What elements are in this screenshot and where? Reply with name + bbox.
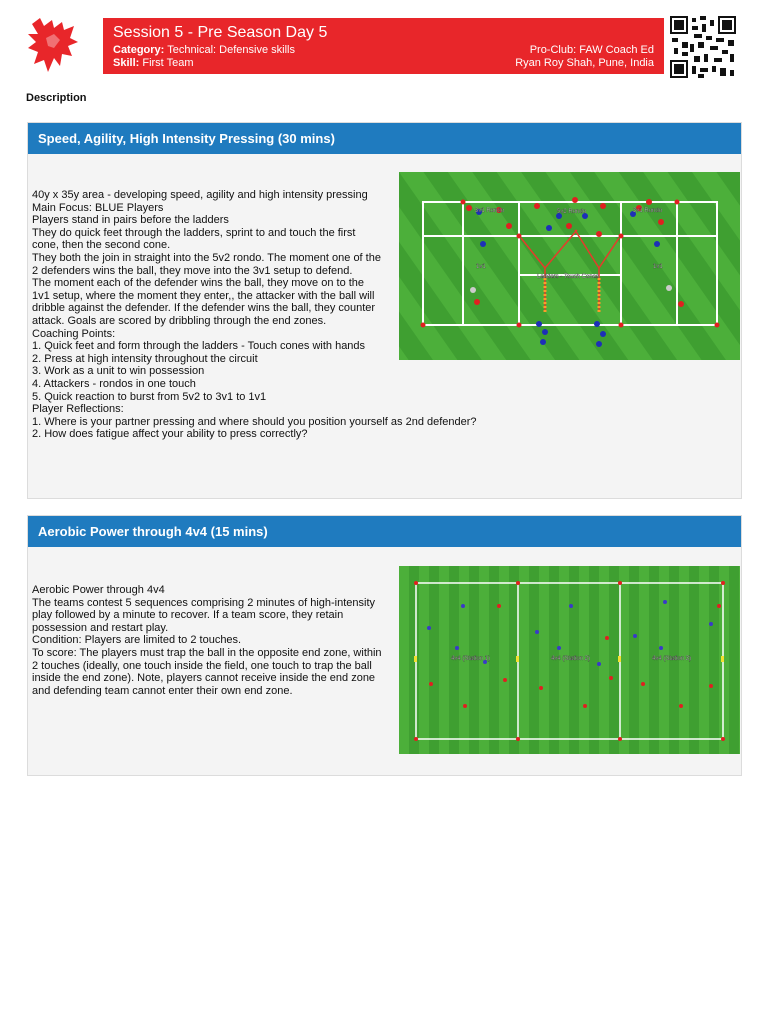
description-line: 3. Work as a unit to win possession bbox=[32, 365, 205, 378]
description-line: Player Reflections: bbox=[32, 403, 124, 416]
section-body: 40y x 35y area - developing speed, agili… bbox=[28, 154, 741, 498]
drill-description: Aerobic Power through 4v4 The teams cont… bbox=[32, 584, 382, 697]
category-value: Technical: Defensive skills bbox=[167, 44, 295, 56]
skill-value: First Team bbox=[142, 57, 194, 69]
pressing-drill-diagram: 3v1 Rondo 5v2 Rondo 3v1 Rondo 1v1 1v1 La… bbox=[399, 172, 740, 360]
description-line: Players stand in pairs before the ladder… bbox=[32, 214, 229, 227]
section-title: Aerobic Power through 4v4 (15 mins) bbox=[28, 516, 741, 547]
skill-label: Skill: bbox=[113, 57, 140, 69]
diagram-label: 5v2 Rondo bbox=[557, 209, 587, 215]
description-line: 1. Quick feet and form through the ladde… bbox=[32, 340, 366, 353]
description-line: 40y x 35y area - developing speed, agili… bbox=[32, 189, 368, 201]
session-banner: Session 5 - Pre Season Day 5 Category: T… bbox=[103, 18, 664, 74]
description-line: The moment each of the defender wins the… bbox=[32, 277, 376, 327]
section-title: Speed, Agility, High Intensity Pressing … bbox=[28, 123, 741, 154]
description-line: Coaching Points: bbox=[32, 327, 116, 340]
description-line: Condition: Players are limited to 2 touc… bbox=[32, 634, 242, 647]
session-title: Session 5 - Pre Season Day 5 bbox=[113, 24, 328, 41]
diagram-label: 3v1 Rondo bbox=[633, 208, 663, 214]
description-line: Aerobic Power through 4v4 bbox=[32, 584, 165, 596]
description-line: 4. Attackers - rondos in one touch bbox=[32, 377, 196, 390]
category-line: Category: Technical: Defensive skills bbox=[113, 44, 295, 56]
diagram-label: 3v1 Rondo bbox=[475, 208, 505, 214]
drill-description: 40y x 35y area - developing speed, agili… bbox=[32, 189, 477, 441]
skill-line: Skill: First Team bbox=[113, 57, 194, 69]
aerobic-drill-diagram: 4v4 (Station 1) 4v4 (Station 2) 4v4 (Sta… bbox=[399, 566, 740, 754]
category-label: Category: bbox=[113, 44, 165, 56]
description-line: They do quick feet through the ladders, … bbox=[32, 226, 356, 252]
diagram-label: 4v4 (Station 1) bbox=[451, 656, 490, 662]
description-line: 1. Where is your partner pressing and wh… bbox=[32, 415, 477, 428]
club-name: Pro-Club: FAW Coach Ed bbox=[529, 44, 654, 56]
description-line: The teams contest 5 sequences comprising… bbox=[32, 596, 376, 634]
description-line: Main Focus: BLUE Players bbox=[32, 201, 164, 214]
drill-section-aerobic: Aerobic Power through 4v4 (15 mins) Aero… bbox=[27, 515, 742, 776]
diagram-label: 4v4 (Station 2) bbox=[551, 656, 590, 662]
diagram-label: 4v4 (Station 3) bbox=[652, 656, 691, 662]
description-line: To score: The players must trap the ball… bbox=[32, 646, 382, 697]
description-line: 5. Quick reaction to burst from 5v2 to 3… bbox=[32, 390, 267, 403]
diagram-label: 1v1 bbox=[653, 264, 663, 270]
description-label: Description bbox=[26, 92, 87, 104]
drill-section-pressing: Speed, Agility, High Intensity Pressing … bbox=[27, 122, 742, 499]
section-body: Aerobic Power through 4v4 The teams cont… bbox=[28, 547, 741, 775]
diagram-label: Ladders - Touch Cones bbox=[537, 274, 599, 280]
description-line: 2. Press at high intensity throughout th… bbox=[32, 352, 258, 365]
description-line: 2. How does fatigue affect your ability … bbox=[32, 428, 308, 441]
coach-name: Ryan Roy Shah, Pune, India bbox=[515, 57, 654, 69]
diagram-label: 1v1 bbox=[476, 264, 486, 270]
description-line: They both the join in straight into the … bbox=[32, 251, 381, 277]
dragon-logo-icon bbox=[28, 18, 78, 72]
qr-code-icon bbox=[670, 16, 736, 78]
